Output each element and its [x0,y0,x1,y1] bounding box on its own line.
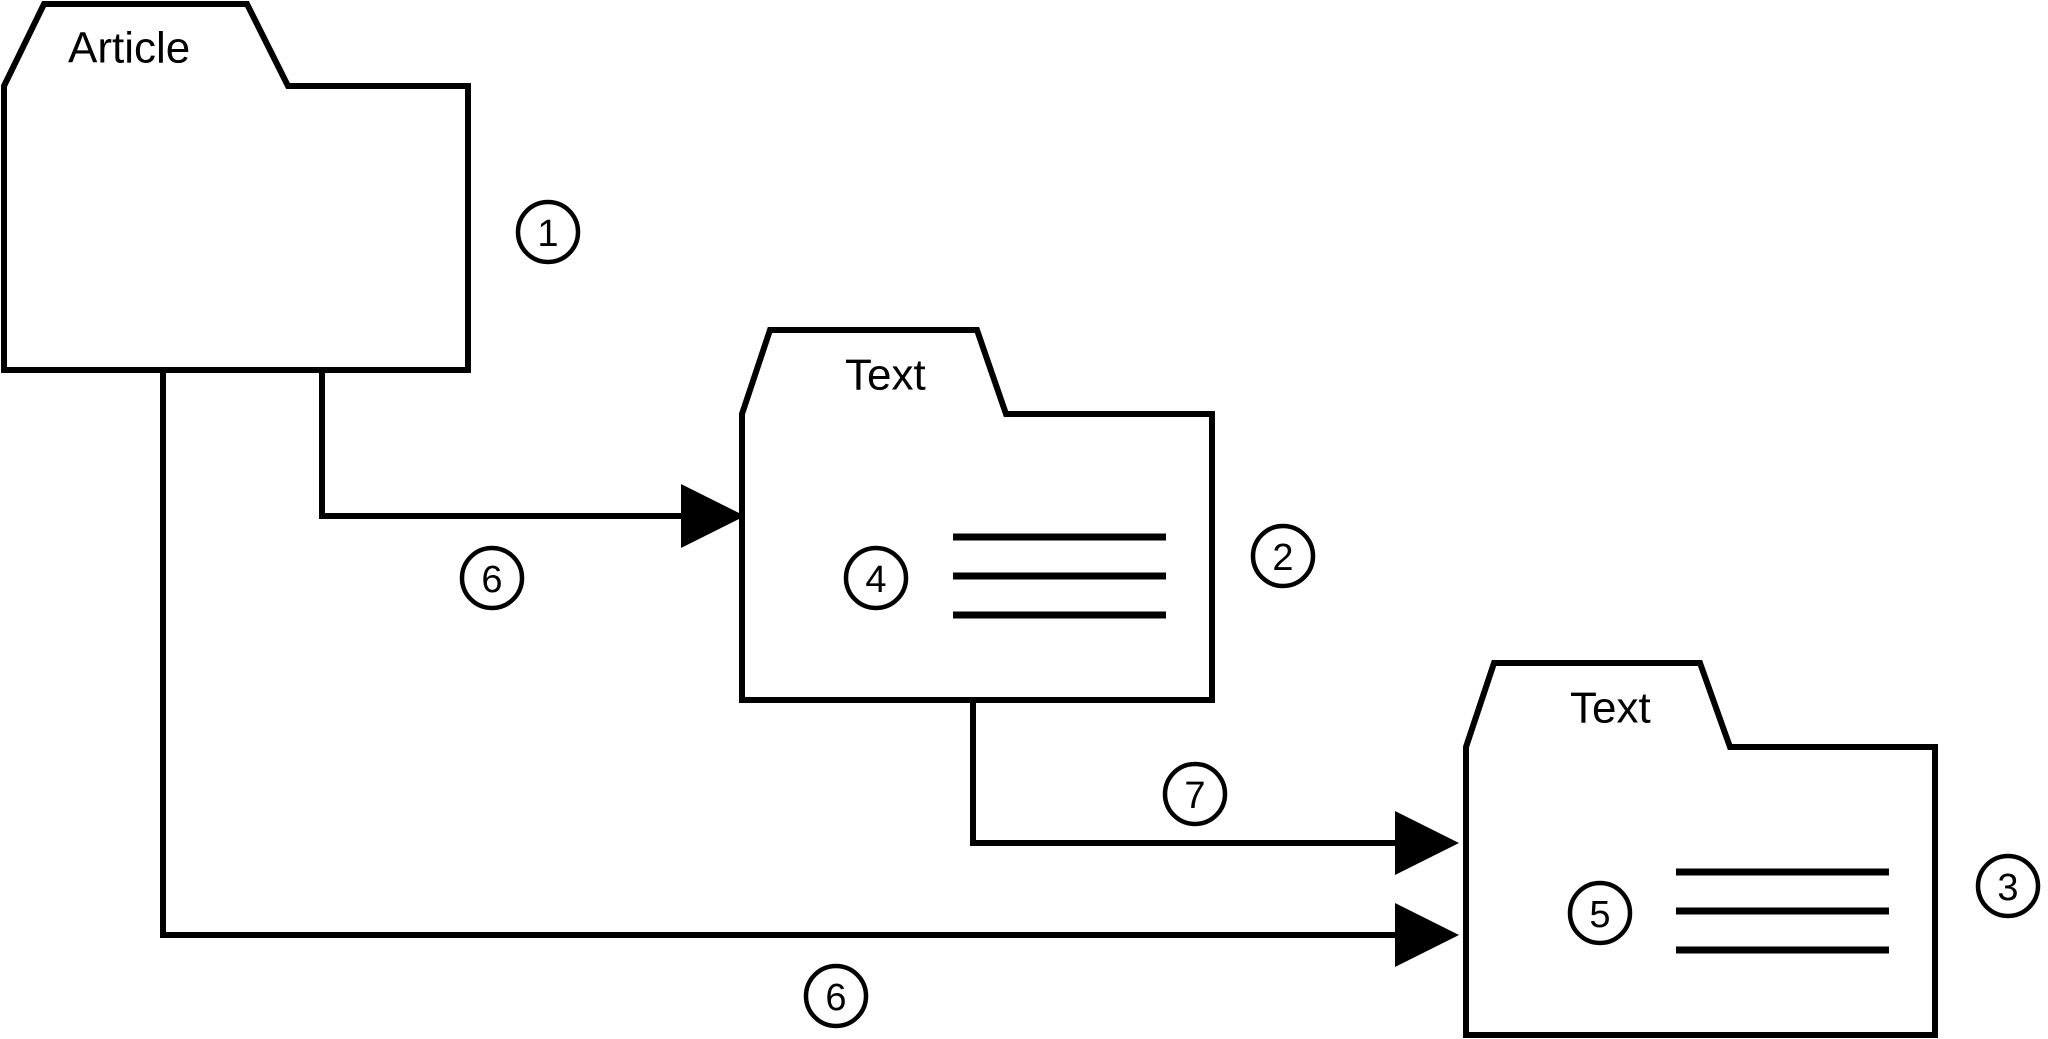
edge-article-to-middle-line [319,370,686,519]
edge-article-to-right-folder [160,370,1459,967]
badge-1-circle [515,199,581,265]
node-article-folder[interactable]: Article [1,0,471,373]
text-folder-middle-label: Text [845,351,926,400]
badge-4-circle [843,545,909,611]
edge-label-6-bottom-circle [803,963,869,1029]
edge-middle-to-right-folder [970,700,1459,875]
edge-label-7: 7 [1162,761,1228,827]
edge-label-6-top-text: 6 [481,559,502,601]
badge-3-circle [1975,853,2041,919]
node-text-folder-right[interactable]: Text 5 [1463,660,1938,1038]
node-text-folder-middle[interactable]: Text 4 [739,327,1215,703]
badge-2-circle [1250,523,1316,589]
edge-label-6-top-circle [459,545,525,611]
badge-5-inner: 5 [1567,880,1633,946]
edge-label-6-bottom: 6 [803,963,869,1029]
text-folder-middle-shape [739,327,1215,703]
badge-3-text: 3 [1997,867,2018,909]
text-folder-right-label: Text [1570,684,1651,733]
text-folder-middle-content-lines [953,533,1166,619]
badge-5-circle [1567,880,1633,946]
badge-2-middle-folder: 2 [1250,523,1316,589]
badge-4-inner: 4 [843,545,909,611]
edge-label-7-circle [1162,761,1228,827]
badge-5-text: 5 [1589,894,1610,936]
edge-article-to-right-arrowhead [1395,903,1459,967]
edge-label-6-top: 6 [459,545,525,611]
text-folder-right-content-lines [1676,868,1889,954]
edge-label-6-bottom-text: 6 [825,977,846,1019]
edge-article-to-right-line [160,370,1400,938]
edge-article-to-middle-arrowhead [681,484,745,548]
text-folder-right-shape [1463,660,1938,1038]
edge-article-to-middle-folder [319,370,745,548]
edge-label-7-text: 7 [1184,775,1205,817]
badge-3-right-folder: 3 [1975,853,2041,919]
badge-1-article: 1 [515,199,581,265]
badge-1-text: 1 [537,213,558,255]
article-folder-shape [1,0,471,373]
badge-2-text: 2 [1272,537,1293,579]
badge-4-text: 4 [865,559,886,601]
edge-middle-to-right-arrowhead [1395,811,1459,875]
article-folder-label: Article [68,24,190,73]
edge-middle-to-right-line [970,700,1400,846]
